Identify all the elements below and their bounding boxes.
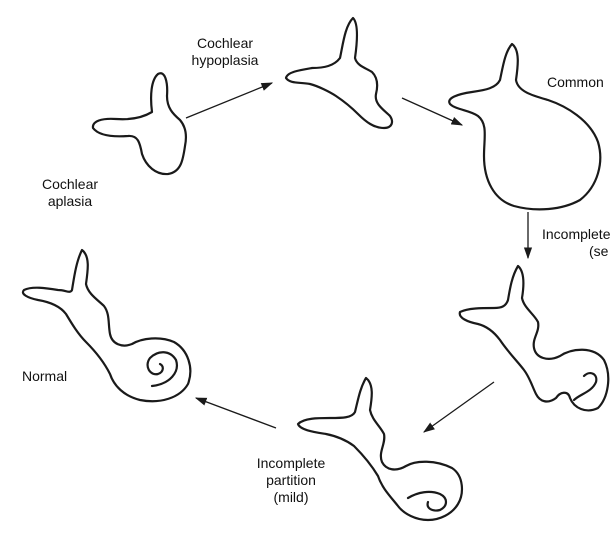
hypoplasia-shape [284, 16, 394, 130]
arrow-aplasia-to-hypoplasia [185, 82, 274, 119]
incomplete-mild-coil [406, 490, 448, 512]
arrow-mild-to-normal [194, 397, 277, 429]
label-hypoplasia: Cochlear hypoplasia [191, 35, 259, 68]
arrow-incomplete-severe-to-mild [423, 381, 495, 433]
common-cavity-shape [448, 42, 602, 211]
incomplete-severe-coil [572, 372, 598, 402]
normal-cochlea-shape [21, 248, 192, 403]
label-normal: Normal [22, 368, 68, 384]
label-incomplete-mild: Incomplete partition (mild) [256, 455, 326, 505]
label-aplasia: Cochlear aplasia [41, 176, 99, 209]
incomplete-mild-shape [296, 376, 464, 522]
incomplete-severe-shape [458, 264, 610, 412]
aplasia-shape [91, 72, 188, 176]
label-common: Common [547, 74, 604, 90]
label-incomplete-severe: Incomplete (se [542, 226, 611, 259]
arrow-hypoplasia-to-common [401, 97, 464, 126]
normal-cochlea-coil [146, 351, 178, 388]
